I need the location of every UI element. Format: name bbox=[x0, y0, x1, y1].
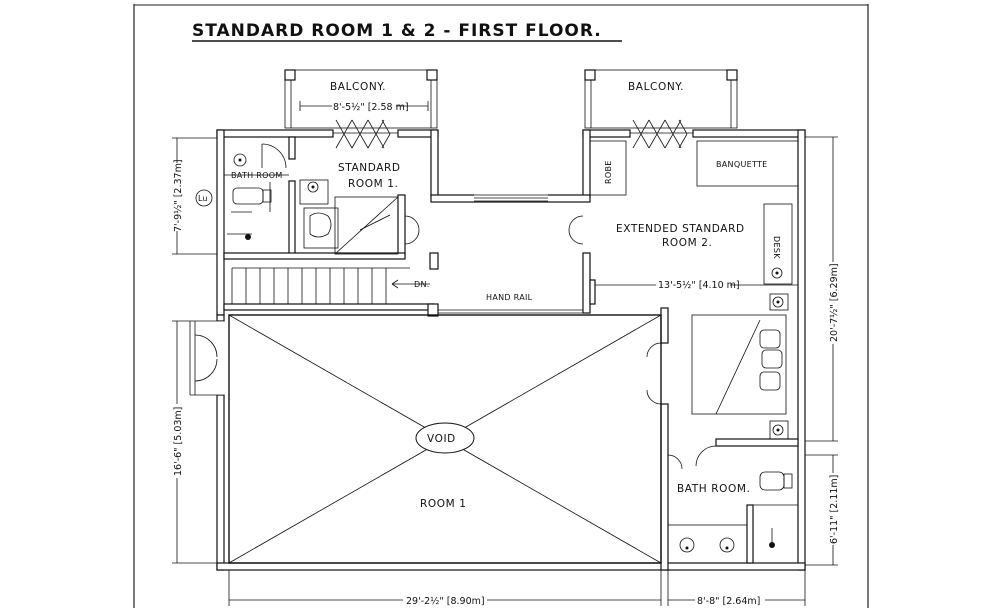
bath-room-small-fixtures bbox=[224, 143, 289, 240]
right-upper-dimension: 20'-7½" [6.29m] bbox=[829, 263, 840, 342]
sliding-door-right bbox=[630, 119, 693, 149]
extended-room-2-subtitle: ROOM 2. bbox=[662, 237, 712, 249]
desk-chair-icon bbox=[771, 267, 783, 279]
left-upper-dimension: 7'-9½" [2.37m] bbox=[173, 159, 184, 232]
banquette bbox=[696, 140, 799, 187]
room2-dimension: 13'-5½" [4.10 m] bbox=[658, 280, 740, 291]
hand-rail bbox=[438, 309, 583, 314]
balcony-left-label: BALCONY. bbox=[330, 81, 386, 93]
right-lower-dimension: 6'-11" [2.11m] bbox=[829, 475, 840, 544]
balcony-right bbox=[584, 69, 738, 129]
sliding-door-left bbox=[333, 119, 398, 149]
bath-room-small-label: BATH ROOM bbox=[231, 171, 283, 180]
corridor-window bbox=[474, 193, 548, 202]
room2-door bbox=[646, 342, 662, 405]
stair bbox=[231, 267, 430, 304]
lu-marker bbox=[195, 189, 213, 207]
desk-label: DESK bbox=[772, 236, 781, 259]
interior-walls bbox=[223, 136, 799, 571]
stair-down-label: DN. bbox=[414, 280, 430, 289]
balcony-left bbox=[284, 69, 438, 129]
left-exterior-door bbox=[189, 320, 224, 396]
standard-room-1-subtitle: ROOM 1. bbox=[348, 178, 398, 190]
room-1-label: ROOM 1 bbox=[420, 498, 467, 510]
balcony-right-label: BALCONY. bbox=[628, 81, 684, 93]
corridor-doors bbox=[404, 215, 584, 245]
void-area bbox=[228, 314, 662, 564]
balcony-dimension: 8'-5½" [2.58 m] bbox=[333, 102, 409, 113]
bed-room2 bbox=[691, 293, 789, 440]
bath-room-2-fixtures bbox=[667, 445, 798, 564]
exterior-walls bbox=[216, 129, 806, 571]
standard-room-1-title: STANDARD bbox=[338, 162, 401, 174]
desk bbox=[763, 203, 793, 285]
extended-room-2-title: EXTENDED STANDARD bbox=[616, 223, 745, 235]
bath-room-label: BATH ROOM. bbox=[677, 483, 750, 495]
bottom-main-dimension: 29'-2½" [8.90m] bbox=[406, 596, 485, 607]
hand-rail-label: HAND RAIL bbox=[486, 293, 533, 302]
robe bbox=[589, 140, 627, 196]
robe-label: ROBE bbox=[604, 160, 613, 184]
lu-label: Lu bbox=[198, 194, 207, 203]
banquette-label: BANQUETTE bbox=[716, 160, 768, 169]
bottom-right-dimension: 8'-8" [2.64m] bbox=[697, 596, 760, 607]
room1-furniture bbox=[299, 179, 399, 255]
left-lower-dimension: 16'-6" [5.03m] bbox=[173, 407, 184, 476]
sheet-title: STANDARD ROOM 1 & 2 - FIRST FLOOR. bbox=[192, 21, 602, 41]
void-label: VOID bbox=[427, 433, 456, 445]
